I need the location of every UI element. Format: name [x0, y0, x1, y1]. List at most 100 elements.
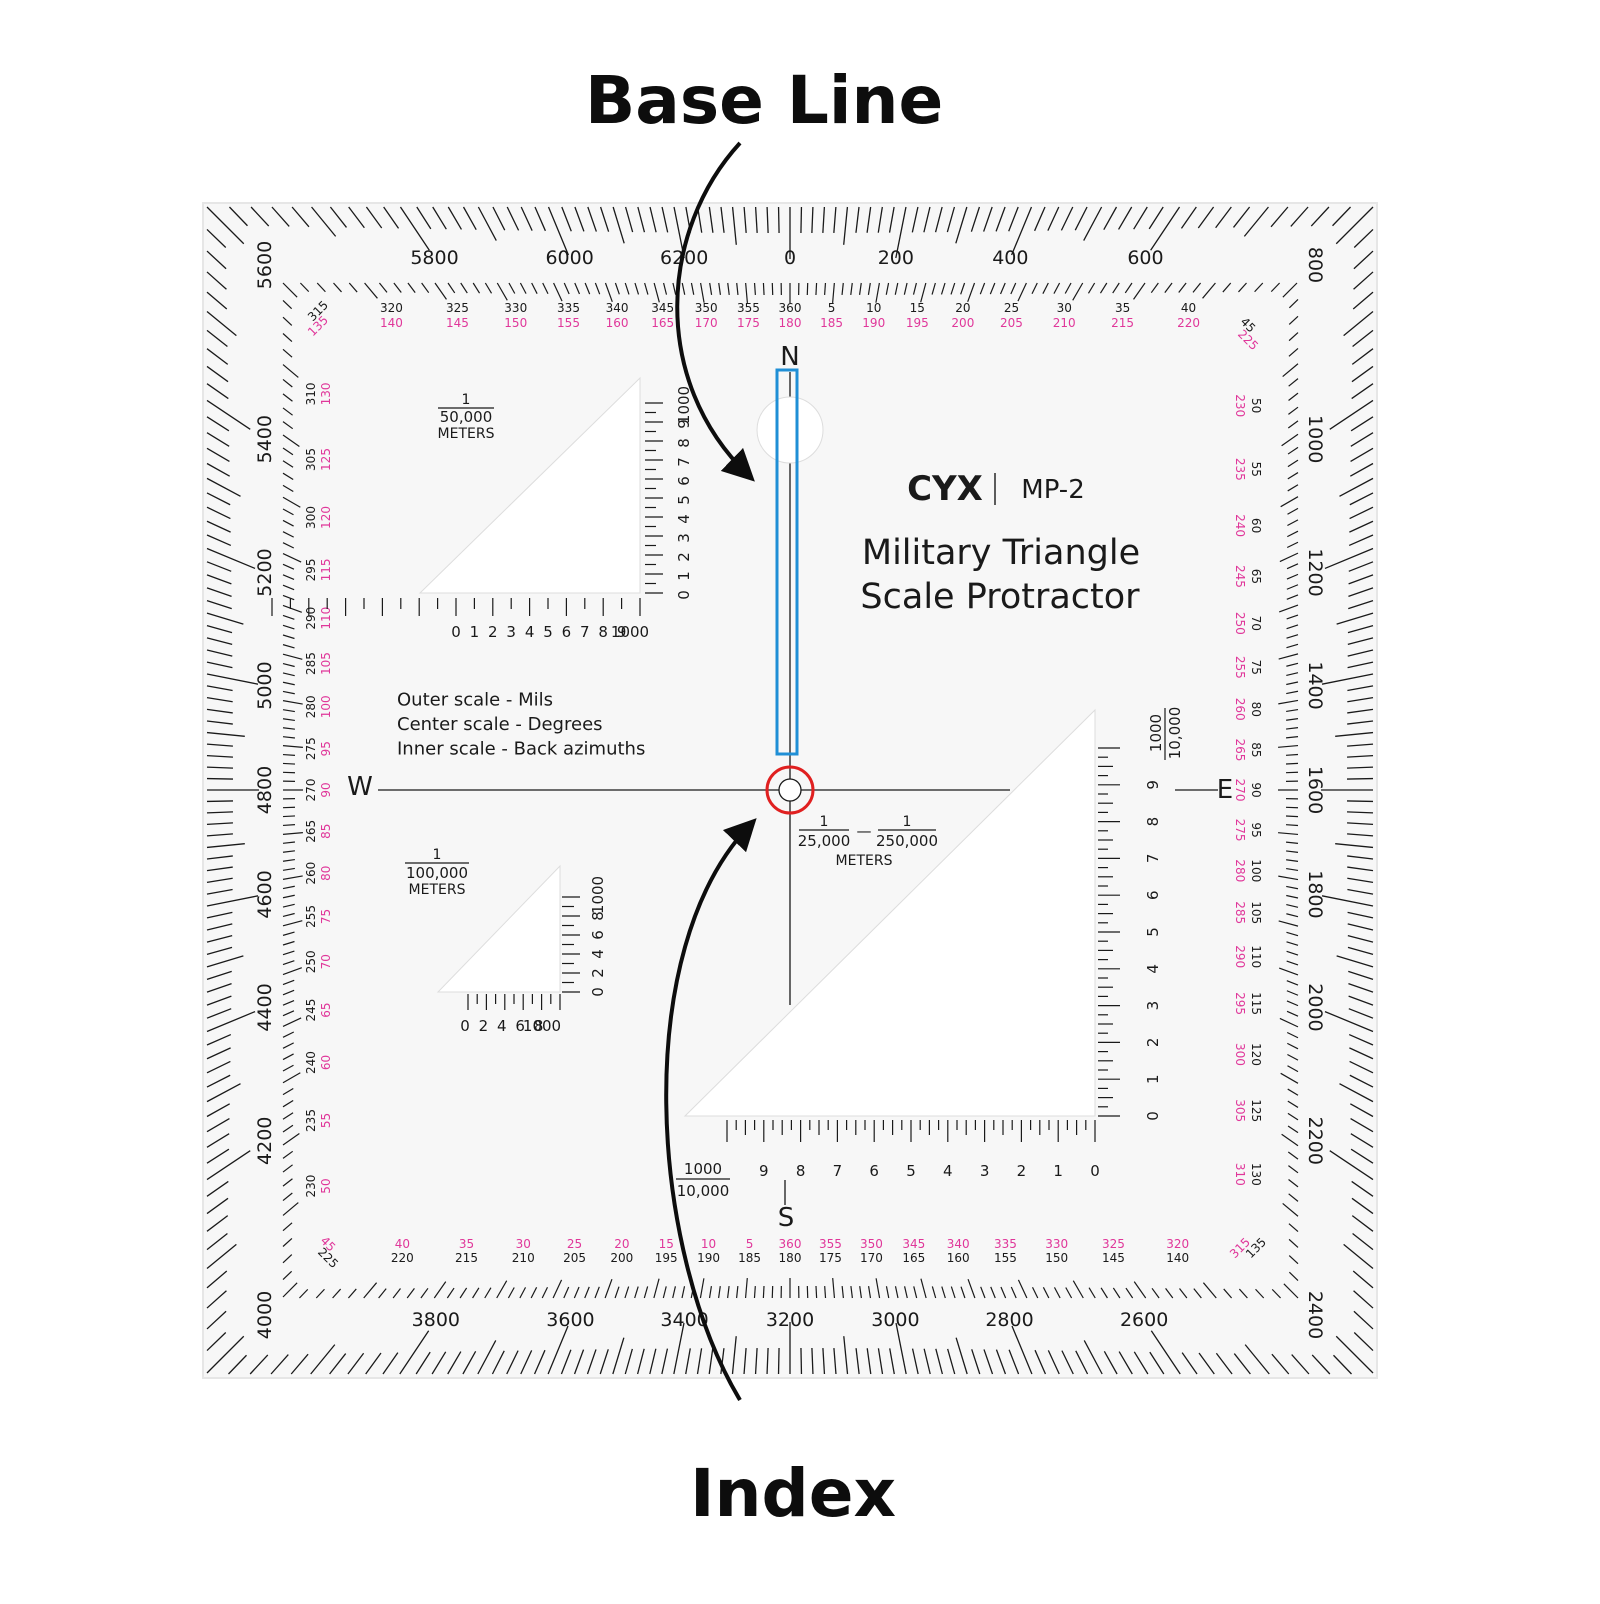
scale-label: 8	[796, 1162, 806, 1180]
degree-label: 265	[304, 820, 318, 843]
fraction-top: 1	[433, 847, 442, 863]
scale-label: 3	[1144, 1001, 1162, 1011]
mil-label: 2200	[1304, 1117, 1326, 1165]
degree-label: 270	[304, 779, 318, 802]
degree-label: 15	[910, 301, 925, 315]
scale-label: 0	[451, 623, 461, 641]
scale-label: 8	[598, 623, 608, 641]
degree-label: 220	[391, 1251, 414, 1265]
scale-max-top: 1000	[1147, 714, 1165, 752]
degree-label: 260	[304, 862, 318, 885]
scale-label: 4	[525, 623, 535, 641]
back-azimuth-label: 125	[319, 448, 333, 471]
scale-label: 2	[479, 1017, 489, 1035]
degree-label: 180	[779, 1251, 802, 1265]
hole	[757, 397, 823, 463]
back-azimuth-label: 15	[659, 1237, 674, 1251]
back-azimuth-label: 245	[1233, 565, 1247, 588]
scale-label: 6	[869, 1162, 879, 1180]
back-azimuth-label: 220	[1177, 316, 1200, 330]
back-azimuth-label: 255	[1233, 656, 1247, 679]
back-azimuth-label: 280	[1233, 859, 1247, 882]
back-azimuth-label: 210	[1053, 316, 1076, 330]
back-azimuth-label: 355	[819, 1237, 842, 1251]
mil-label: 2600	[1120, 1309, 1168, 1331]
back-azimuth-label: 160	[606, 316, 629, 330]
degree-tick	[283, 763, 295, 764]
mil-label: 200	[878, 247, 914, 269]
mil-label: 4600	[254, 870, 276, 918]
scale-label: 5	[675, 495, 693, 505]
back-azimuth-label: 90	[319, 782, 333, 797]
degree-label: 300	[304, 506, 318, 529]
scale-label: 8	[589, 911, 607, 921]
back-azimuth-label: 120	[319, 506, 333, 529]
legend-line: Inner scale - Back azimuths	[397, 739, 645, 760]
scale-label: 1	[675, 571, 693, 581]
product-name-line1: Military Triangle	[862, 533, 1140, 573]
back-azimuth-label: 190	[862, 316, 885, 330]
scale-label: 9	[1144, 780, 1162, 790]
degree-label: 110	[1249, 945, 1263, 968]
degree-tick	[825, 283, 826, 295]
back-azimuth-label: 170	[695, 316, 718, 330]
back-azimuth-label: 285	[1233, 901, 1247, 924]
degree-label: 125	[1249, 1099, 1263, 1122]
degree-label: 360	[779, 301, 802, 315]
back-azimuth-label: 55	[319, 1113, 333, 1128]
degree-label: 275	[304, 737, 318, 760]
scale-label: 6	[562, 623, 572, 641]
fraction-bottom: 250,000	[876, 832, 938, 850]
degree-label: 235	[304, 1109, 318, 1132]
degree-label: 60	[1249, 518, 1263, 533]
scale-label: 4	[1144, 964, 1162, 974]
mil-label: 6000	[545, 247, 593, 269]
mil-label: 2400	[1304, 1291, 1326, 1339]
back-azimuth-label: 95	[319, 741, 333, 756]
back-azimuth-label: 130	[319, 382, 333, 405]
degree-label: 115	[1249, 992, 1263, 1015]
back-azimuth-label: 300	[1233, 1043, 1247, 1066]
back-azimuth-label: 310	[1233, 1163, 1247, 1186]
back-azimuth-label: 205	[1000, 316, 1023, 330]
back-azimuth-label: 75	[319, 909, 333, 924]
back-azimuth-label: 305	[1233, 1099, 1247, 1122]
mil-tick	[801, 207, 802, 233]
fraction-top: 1	[820, 814, 829, 830]
degree-label: 245	[304, 999, 318, 1022]
scale-label: 2	[488, 623, 498, 641]
degree-tick	[1286, 763, 1298, 764]
degree-label: 70	[1249, 616, 1263, 631]
degree-label: 210	[512, 1251, 535, 1265]
mil-label: 3000	[871, 1309, 919, 1331]
degree-label: 155	[994, 1251, 1017, 1265]
scale-label: 1	[1144, 1074, 1162, 1084]
degree-label: 100	[1249, 859, 1263, 882]
back-azimuth-label: 335	[994, 1237, 1017, 1251]
mil-label: 1400	[1304, 661, 1326, 709]
degree-label: 355	[737, 301, 760, 315]
back-azimuth-label: 330	[1045, 1237, 1068, 1251]
mil-label: 5600	[254, 241, 276, 289]
degree-label: 175	[819, 1251, 842, 1265]
degree-label: 105	[1249, 901, 1263, 924]
fraction-bottom: 25,000	[798, 832, 851, 850]
degree-label: 290	[304, 607, 318, 630]
scale-label: 0	[675, 590, 693, 600]
scale-label: 4	[497, 1017, 507, 1035]
degree-label: 20	[955, 301, 970, 315]
back-azimuth-label: 50	[319, 1178, 333, 1193]
degree-tick	[283, 755, 295, 756]
scale-label: 4	[675, 514, 693, 524]
degree-label: 120	[1249, 1043, 1263, 1066]
degree-label: 150	[1045, 1251, 1068, 1265]
scale-max-bottom: 10,000	[1166, 707, 1184, 760]
back-azimuth-label: 200	[951, 316, 974, 330]
mil-label: 2800	[985, 1309, 1033, 1331]
fraction-bottom: 50,000	[440, 408, 493, 426]
mil-label: 4800	[254, 766, 276, 814]
degree-label: 200	[610, 1251, 633, 1265]
scale-label: 0	[460, 1017, 470, 1035]
degree-tick	[1286, 754, 1298, 755]
